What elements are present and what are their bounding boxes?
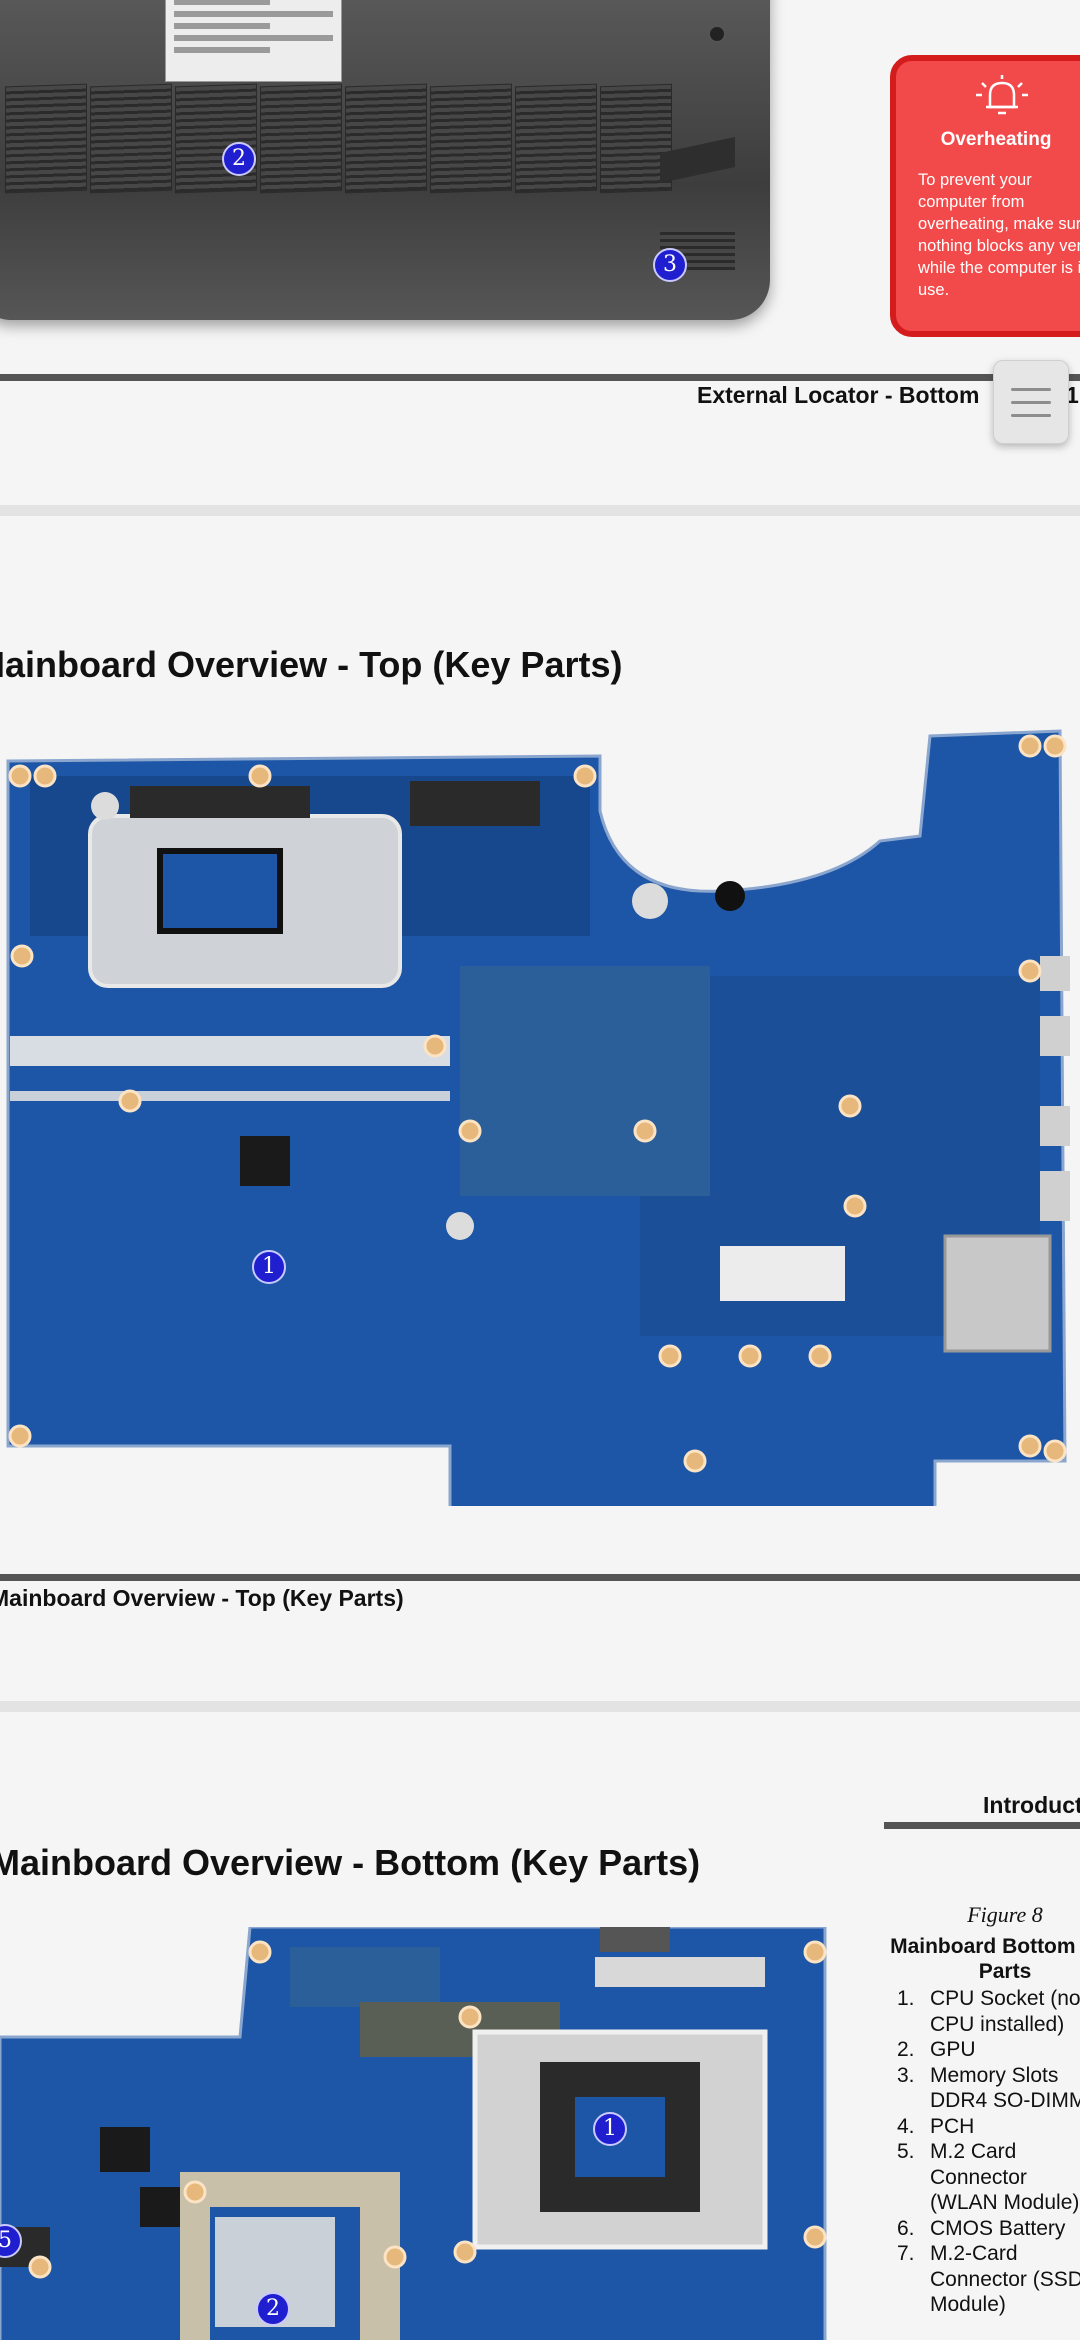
key-parts-list: 1.CPU Socket (no CPU installed) 2.GPU 3.… — [892, 1986, 1080, 2318]
section-rule — [0, 374, 1080, 381]
overheating-warning-box: Overheating To prevent your computer fro… — [890, 55, 1080, 337]
list-item: 2.GPU — [897, 2038, 976, 2061]
vent — [175, 83, 257, 194]
list-item: 6.CMOS Battery — [897, 2216, 1066, 2240]
figure-caption: Mainboard Overview - Top (Key Parts) — [0, 1585, 404, 1611]
figure-label: Figure 8 — [967, 1902, 1043, 1927]
screw — [708, 25, 726, 43]
page-gap — [0, 1701, 1080, 1712]
vent — [345, 83, 427, 194]
page-3-mainboard-bottom: Introduction Mainboard Overview - Bottom… — [0, 1712, 1080, 2340]
page-number: 1 — [1066, 382, 1079, 408]
figure-caption: External Locator - Bottom — [697, 382, 980, 408]
callout-1: 1 — [252, 1250, 286, 1284]
page-2-mainboard-top: Mainboard Overview - Top (Key Parts) — [0, 516, 1080, 1701]
section-heading: Mainboard Overview - Top (Key Parts) — [0, 644, 623, 685]
hamburger-menu-icon[interactable] — [993, 360, 1069, 444]
alarm-bell-icon — [976, 75, 1028, 115]
section-header: Introduction — [983, 1792, 1080, 1818]
section-heading: Mainboard Overview - Bottom (Key Parts) — [0, 1842, 701, 1883]
vent — [430, 83, 512, 194]
list-item: 3.Memory Slots DDR4 SO-DIMM — [897, 2063, 1080, 2113]
callout-2: 2 — [256, 2292, 290, 2326]
section-rule — [0, 1574, 1080, 1581]
mainboard-bottom-photo — [0, 1927, 827, 2340]
list-item: 4.PCH — [897, 2114, 975, 2138]
list-item: 5.M.2 Card Connector (WLAN Module) — [897, 2140, 1080, 2214]
vent — [515, 83, 597, 194]
callout-2: 2 — [222, 142, 256, 176]
list-item: 7.M.2-Card Connector (SSD Module) — [897, 2242, 1080, 2316]
list-item: 1.CPU Socket (no CPU installed) — [897, 1987, 1080, 2036]
figure-title: Mainboard Bottom Key Parts — [890, 1935, 1080, 1983]
warning-text: To prevent your computer from overheatin… — [918, 171, 1080, 299]
page-gap — [0, 505, 1080, 516]
vent — [90, 83, 172, 194]
warning-title: Overheating — [940, 129, 1052, 150]
regulatory-label-image — [165, 0, 342, 82]
vent — [260, 83, 342, 194]
section-rule — [884, 1822, 1080, 1829]
mainboard-top-photo — [6, 729, 1070, 1506]
callout-1: 1 — [593, 2112, 627, 2146]
callout-3: 3 — [653, 248, 687, 282]
vent — [5, 83, 87, 194]
page-1-external-locator: 2 3 Overheating To prevent your computer… — [0, 0, 1080, 505]
